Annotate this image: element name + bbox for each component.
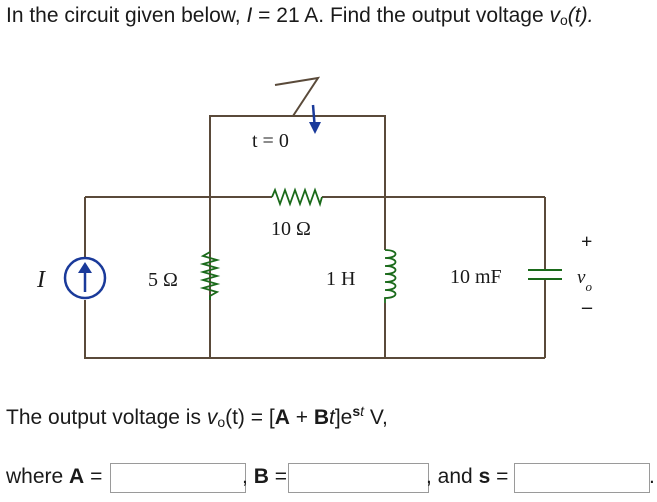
- switch: [274, 76, 321, 134]
- comma-and: , and: [426, 465, 473, 488]
- final-period: .: [649, 465, 655, 488]
- output-sub: o: [559, 12, 568, 28]
- switch-label: t = 0: [252, 130, 289, 152]
- equation-close: ]e: [334, 406, 353, 429]
- output-label: vo: [577, 267, 592, 294]
- circuit-diagram: t = 0 10 Ω 5 Ω 1 H 10 mF I vo + –: [36, 76, 593, 359]
- equation-var-sub: o: [217, 414, 226, 430]
- resistor-10-ohm: [271, 187, 323, 207]
- where-text: where: [6, 465, 64, 488]
- equation-exponent: st: [352, 403, 364, 419]
- A-input[interactable]: [110, 463, 246, 493]
- s-label: s: [478, 465, 491, 488]
- equation-B: B: [313, 406, 329, 429]
- B-prefix: , B =: [242, 465, 287, 489]
- exponent-t: t: [360, 403, 365, 419]
- equation-A: A: [274, 406, 290, 429]
- inductor-label: 1 H: [326, 268, 355, 290]
- minus-sign: –: [581, 296, 593, 318]
- plus-sign: +: [581, 231, 592, 253]
- equation-t: t: [328, 406, 335, 429]
- answer-row: where A = , B = , and s = .: [6, 463, 656, 493]
- question-text: In the circuit given below, I = 21 A. Fi…: [6, 4, 593, 28]
- s-input[interactable]: [514, 463, 650, 493]
- current-source: [63, 256, 107, 300]
- circuit-wires: [84, 115, 546, 359]
- B-label: B: [253, 465, 269, 488]
- equation-rhs-open: (t) = [: [225, 406, 275, 429]
- exponent-s: s: [352, 403, 361, 419]
- s-prefix: , and s =: [426, 465, 508, 489]
- equals-2: =: [274, 465, 287, 488]
- equation-unit: V,: [364, 406, 388, 429]
- equation-plus: +: [289, 406, 314, 429]
- output-arg: (t).: [567, 4, 594, 27]
- equation-var: v: [206, 406, 218, 429]
- source-label: I: [36, 267, 46, 293]
- equation-prefix: The output voltage is: [6, 406, 201, 429]
- inductor: [384, 249, 397, 303]
- equals-3: =: [496, 465, 509, 488]
- B-input[interactable]: [288, 463, 429, 493]
- output-var: v: [549, 4, 560, 27]
- resistor-5-label: 5 Ω: [148, 269, 178, 291]
- resistor-5-ohm: [199, 251, 221, 300]
- equals-1: =: [90, 465, 103, 488]
- capacitor-label: 10 mF: [450, 266, 502, 288]
- capacitor: [528, 269, 562, 280]
- answer-where: where A =: [6, 465, 102, 489]
- current-symbol: I: [246, 4, 253, 27]
- equation-text: The output voltage is vo(t) = [A + Bt]es…: [6, 403, 388, 430]
- resistor-10-label: 10 Ω: [271, 218, 311, 240]
- comma-1: ,: [242, 465, 248, 488]
- current-value: = 21 A. Find the output voltage: [258, 4, 544, 27]
- A-label: A: [69, 465, 85, 488]
- question-prefix: In the circuit given below,: [6, 4, 241, 27]
